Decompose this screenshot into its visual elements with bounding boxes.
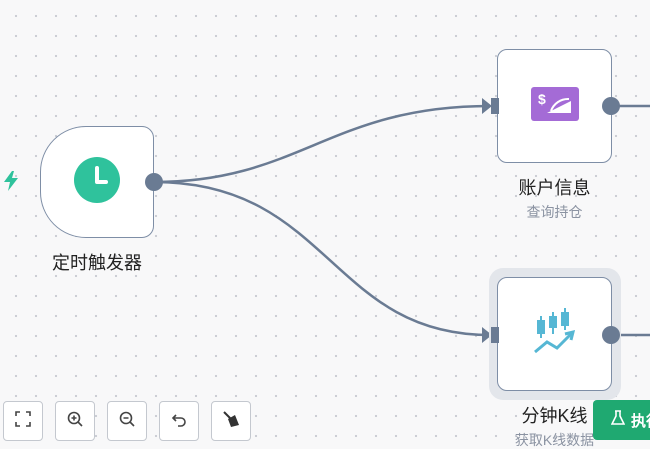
- clear-button[interactable]: [211, 401, 251, 441]
- undo-button[interactable]: [159, 401, 199, 441]
- flask-icon: [610, 410, 626, 430]
- lightning-icon: [3, 171, 19, 196]
- kline-output-port[interactable]: [602, 326, 620, 344]
- account-output-port[interactable]: [602, 97, 620, 115]
- arrow-head-kline: [482, 327, 492, 343]
- edge-trigger-to-account[interactable]: [153, 104, 491, 184]
- arrow-head-account: [482, 98, 492, 114]
- svg-text:$: $: [538, 91, 546, 107]
- run-button[interactable]: 执行: [593, 400, 650, 440]
- money-chart-icon: $: [530, 86, 579, 126]
- zoom-out-button[interactable]: [107, 401, 147, 441]
- candlestick-icon: [533, 307, 577, 361]
- edge-trigger-to-kline[interactable]: [153, 180, 491, 337]
- account-title: 账户信息: [518, 178, 591, 198]
- zoom-in-button[interactable]: [55, 401, 95, 441]
- run-button-label: 执行: [631, 412, 650, 430]
- node-account[interactable]: $: [497, 49, 612, 163]
- fit-view-button[interactable]: [3, 401, 43, 441]
- broom-icon: [222, 410, 240, 433]
- trigger-title: 定时触发器: [52, 253, 142, 273]
- zoom-out-icon: [119, 411, 135, 432]
- kline-title: 分钟K线: [521, 406, 588, 426]
- clock-icon: [73, 156, 121, 209]
- fullscreen-icon: [15, 410, 31, 432]
- node-trigger[interactable]: [40, 126, 154, 238]
- kline-subtitle: 获取K线数据: [514, 432, 595, 448]
- account-subtitle: 查询持仓: [526, 204, 583, 220]
- kline-input-port[interactable]: [491, 327, 499, 348]
- zoom-in-icon: [67, 411, 83, 432]
- account-input-port[interactable]: [491, 98, 499, 119]
- trigger-output-port[interactable]: [145, 173, 163, 191]
- undo-icon: [171, 411, 187, 432]
- node-kline[interactable]: [497, 277, 612, 391]
